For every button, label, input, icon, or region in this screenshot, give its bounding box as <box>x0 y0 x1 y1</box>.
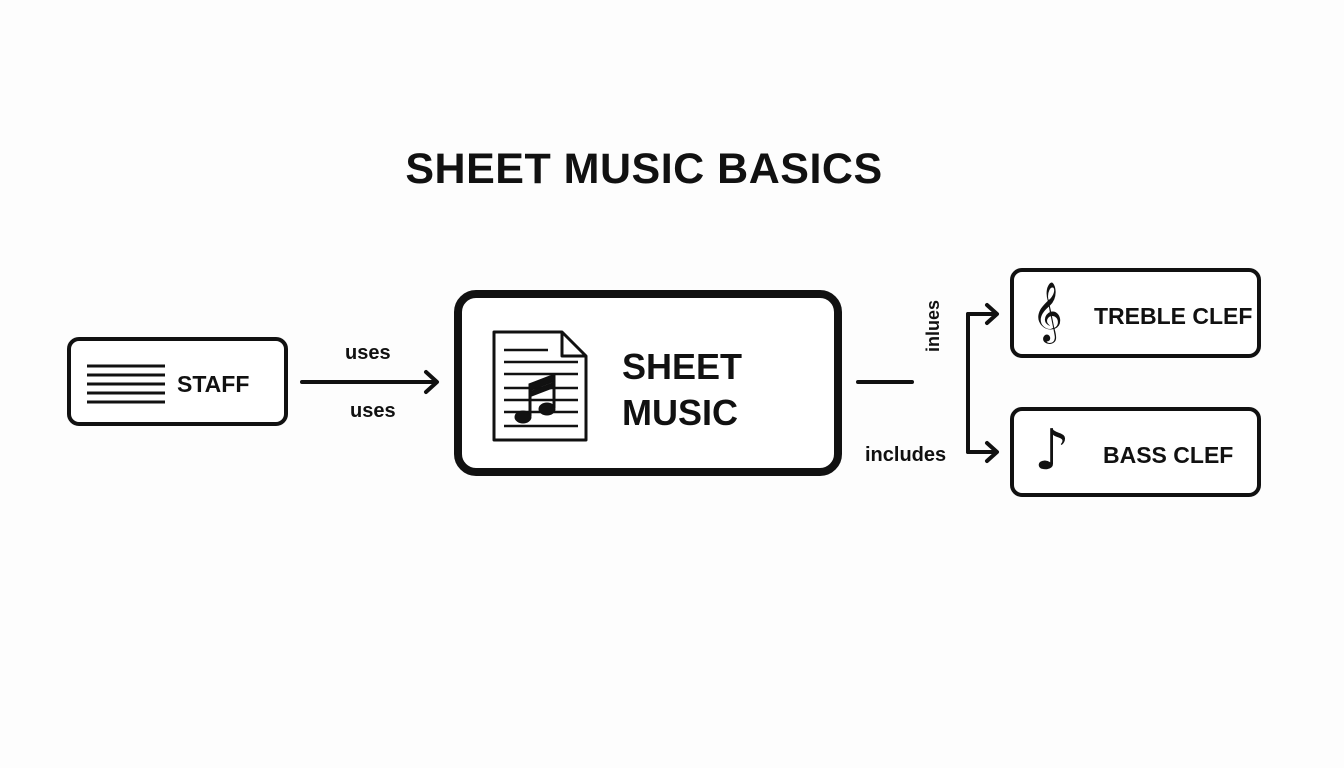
edge-label-uses-bottom: uses <box>350 400 396 422</box>
edge-label-uses-top: uses <box>345 342 391 364</box>
edge-label-includes-vertical: inlues <box>923 299 943 352</box>
edge-label-includes-bottom: includes <box>865 444 947 466</box>
node-sheet-music[interactable]: SHEET MUSIC <box>454 290 842 476</box>
eighth-note-icon: ♪ <box>1034 418 1070 483</box>
treble-clef-icon: 𝄞 <box>1032 282 1063 342</box>
branch-to-treble-arrowhead <box>985 303 999 325</box>
staff-to-sheet-arrowhead <box>424 370 439 394</box>
node-sheet-music-label-line1: SHEET <box>622 346 743 387</box>
branch-to-bass-arrowhead <box>985 441 999 463</box>
node-staff[interactable]: STAFF <box>67 337 288 426</box>
staff-lines-icon <box>87 364 165 404</box>
node-bass-clef[interactable]: ♪ BASS CLEF <box>1010 407 1261 497</box>
node-sheet-music-label-line2: MUSIC <box>622 392 738 433</box>
diagram-title: SHEET MUSIC BASICS <box>405 145 883 193</box>
node-treble-clef-label: TREBLE CLEF <box>1094 303 1253 329</box>
node-bass-clef-label: BASS CLEF <box>1103 442 1234 468</box>
node-treble-clef[interactable]: 𝄞 TREBLE CLEF <box>1010 268 1261 358</box>
sheet-music-document-icon <box>492 330 588 442</box>
node-staff-label: STAFF <box>177 371 250 397</box>
node-sheet-music-label: SHEET MUSIC <box>622 344 742 436</box>
